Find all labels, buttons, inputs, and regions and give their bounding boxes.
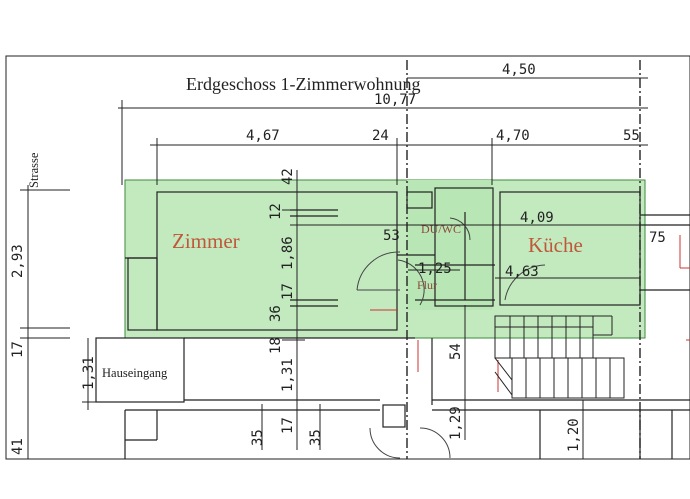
dim-55: 55 xyxy=(623,128,640,144)
dim-18: 18 xyxy=(268,337,284,354)
dim-2-93: 2,93 xyxy=(10,244,26,278)
dim-17-mid: 17 xyxy=(280,283,296,300)
axis-lines xyxy=(406,60,641,459)
dim-41: 41 xyxy=(10,438,26,455)
dim-24: 24 xyxy=(372,128,389,144)
dim-75: 75 xyxy=(649,230,666,246)
room-flur: Flur xyxy=(417,278,437,292)
dim-53: 53 xyxy=(383,228,400,244)
dim-17-left: 17 xyxy=(10,341,26,358)
dim-12: 12 xyxy=(268,203,284,220)
street-label: Strasse xyxy=(27,152,41,188)
dim-54: 54 xyxy=(448,343,464,360)
dim-1-20: 1,20 xyxy=(566,418,582,452)
dim-42: 42 xyxy=(280,168,296,185)
dim-35-a: 35 xyxy=(250,429,266,446)
dim-1-25: 1,25 xyxy=(418,261,452,277)
room-du-wc: DU/WC xyxy=(421,222,461,236)
dim-4-67: 4,67 xyxy=(246,128,280,144)
plan-title: Erdgeschoss 1-Zimmerwohnung xyxy=(186,74,420,94)
dim-35-b: 35 xyxy=(308,429,324,446)
dim-1-86: 1,86 xyxy=(280,236,296,270)
apartment-area xyxy=(124,179,646,339)
stairs xyxy=(494,315,625,399)
room-zimmer: Zimmer xyxy=(172,229,240,253)
drawing-frame xyxy=(5,55,690,460)
dimension-lines xyxy=(20,77,648,459)
dim-10-77: 10,77 xyxy=(374,92,416,108)
walls xyxy=(125,187,690,331)
dim-1-31-mid: 1,31 xyxy=(280,358,296,392)
dim-1-31-left: 1,31 xyxy=(81,356,97,390)
room-kueche: Küche xyxy=(528,233,583,257)
dim-4-50: 4,50 xyxy=(502,62,536,78)
room-hauseingang: Hauseingang xyxy=(102,366,168,380)
dim-17-b: 17 xyxy=(280,417,296,434)
dim-36: 36 xyxy=(268,305,284,322)
dim-4-63: 4,63 xyxy=(505,264,539,280)
dim-1-29: 1,29 xyxy=(448,406,464,440)
dim-4-70: 4,70 xyxy=(496,128,530,144)
dim-4-09: 4,09 xyxy=(520,210,554,226)
